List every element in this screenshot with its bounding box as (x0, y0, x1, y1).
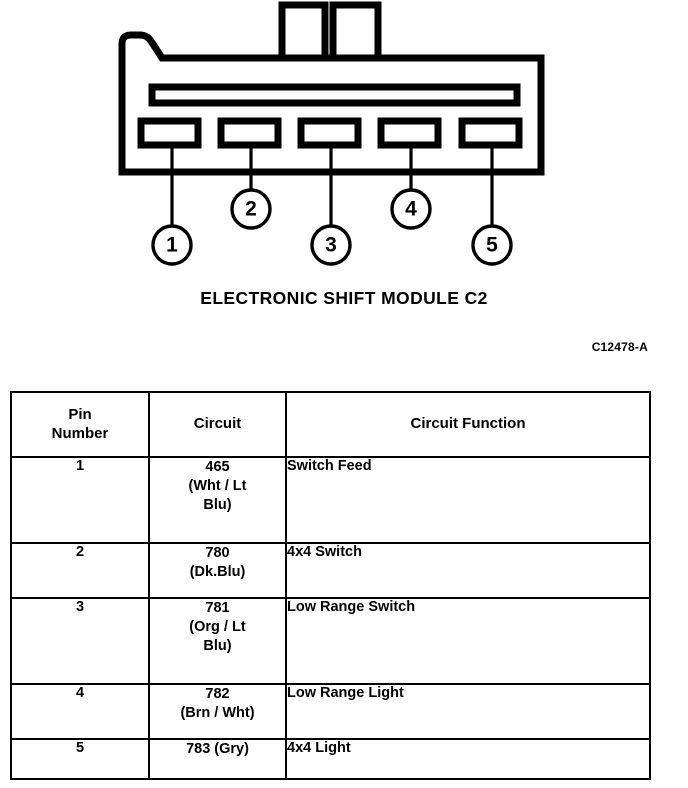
callout-bubble-4: 4 (390, 188, 432, 230)
connector-diagram: 1 2 3 4 5 (0, 0, 688, 280)
connector-keyway-slot (148, 83, 521, 107)
cell-circuit: 781 (Org / Lt Blu) (148, 597, 287, 685)
cell-pin-number: 2 (10, 542, 150, 599)
column-header-circuit-function: Circuit Function (285, 391, 651, 458)
circuit-line: (Wht / Lt (188, 478, 247, 495)
cell-pin-number: 3 (10, 597, 150, 685)
cell-circuit: 465 (Wht / Lt Blu) (148, 456, 287, 544)
cell-circuit-function: Switch Feed (285, 456, 651, 544)
column-header-pin-number: Pin Number (10, 391, 150, 458)
table-row: 3 781 (Org / Lt Blu) Low Range Switch (10, 597, 651, 685)
callout-bubble-5: 5 (471, 224, 513, 266)
table-header-row: Pin Number Circuit Circuit Function (10, 391, 651, 458)
terminal-slot-1 (137, 117, 202, 149)
pin-assignment-table: Pin Number Circuit Circuit Function 1 46… (10, 391, 651, 780)
callout-bubble-2: 2 (230, 188, 272, 230)
cell-circuit-function: Low Range Light (285, 683, 651, 740)
column-header-circuit: Circuit (148, 391, 287, 458)
callout-bubble-1: 1 (151, 224, 193, 266)
terminal-slot-4 (377, 117, 442, 149)
header-line: Circuit Function (410, 415, 526, 433)
header-line: Number (51, 424, 109, 442)
terminal-slot-3 (297, 117, 362, 149)
callout-bubble-3: 3 (310, 224, 352, 266)
table-row: 2 780 (Dk.Blu) 4x4 Switch (10, 542, 651, 599)
callout-label-5: 5 (486, 234, 498, 257)
table-row: 5 783 (Gry) 4x4 Light (10, 738, 651, 780)
circuit-line: (Org / Lt (189, 619, 246, 636)
cell-pin-number: 5 (10, 738, 150, 780)
callout-label-1: 1 (166, 234, 178, 257)
callout-label-2: 2 (245, 198, 257, 221)
terminal-slot-5 (458, 117, 523, 149)
terminal-slot-2 (217, 117, 282, 149)
cell-circuit: 782 (Brn / Wht) (148, 683, 287, 740)
circuit-line: 465 (205, 459, 230, 475)
cell-pin-number: 1 (10, 456, 150, 544)
callout-label-4: 4 (405, 198, 417, 221)
callout-label-3: 3 (325, 234, 337, 257)
cell-circuit-function: 4x4 Light (285, 738, 651, 780)
circuit-line: (Dk.Blu) (189, 564, 246, 581)
diagram-caption: ELECTRONIC SHIFT MODULE C2 (200, 288, 488, 308)
cell-pin-number: 4 (10, 683, 150, 740)
cell-circuit: 783 (Gry) (148, 738, 287, 780)
cell-circuit-function: Low Range Switch (285, 597, 651, 685)
header-line: Circuit (193, 415, 242, 433)
circuit-line: 781 (205, 600, 230, 616)
cell-circuit: 780 (Dk.Blu) (148, 542, 287, 599)
connector-top-tab-right (329, 1, 382, 63)
connector-top-tab-left (278, 1, 329, 63)
cell-circuit-function: 4x4 Switch (285, 542, 651, 599)
circuit-line: Blu) (203, 638, 232, 655)
header-line: Pin (68, 405, 92, 423)
table-row: 1 465 (Wht / Lt Blu) Switch Feed (10, 456, 651, 544)
circuit-line: Blu) (203, 497, 232, 514)
circuit-line: 780 (205, 545, 230, 561)
table-row: 4 782 (Brn / Wht) Low Range Light (10, 683, 651, 740)
circuit-line: (Brn / Wht) (180, 705, 255, 722)
circuit-line: 782 (205, 686, 230, 702)
figure-reference-code: C12478-A (591, 340, 648, 354)
circuit-line: 783 (Gry) (186, 741, 249, 757)
